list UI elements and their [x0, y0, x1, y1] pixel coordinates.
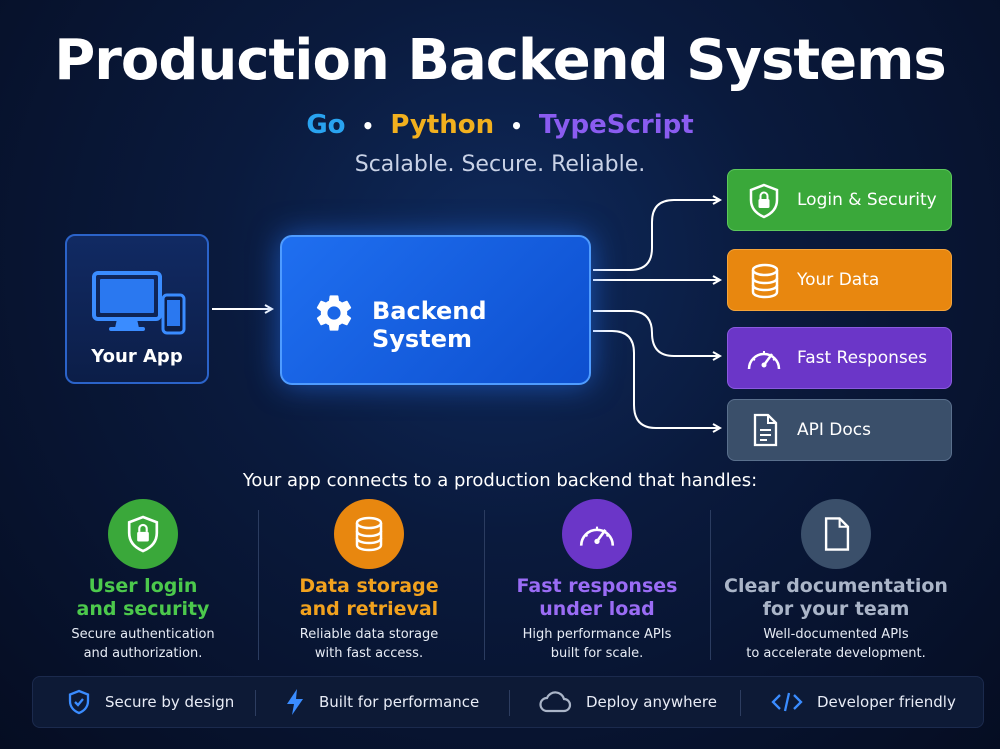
feature-title: Fast responses under load [516, 575, 678, 620]
output-label: Your Data [797, 270, 880, 290]
backend-system-label: Backend System [372, 297, 487, 353]
arrow-to-fast [593, 310, 720, 356]
database-icon [751, 263, 779, 299]
output-your-data: Your Data [727, 249, 952, 311]
separator-dot: • [510, 114, 523, 138]
backend-system-box: Backend System [280, 235, 591, 385]
feature-title: User login and security [76, 575, 210, 620]
footer-separator [255, 690, 256, 716]
footer-item-deploy: Deploy anywhere [538, 677, 717, 727]
output-login-security: Login & Security [727, 169, 952, 231]
footer-item-performance: Built for performance [285, 677, 479, 727]
gear-icon [316, 295, 352, 331]
column-divider [710, 510, 711, 660]
feature-description: Secure authentication and authorization. [71, 627, 215, 661]
arrow-to-login [593, 200, 720, 271]
feature-description: Well-documented APIs to accelerate devel… [746, 627, 926, 661]
feature-description: High performance APIs built for scale. [522, 627, 672, 661]
output-label: Fast Responses [797, 348, 928, 368]
column-divider [258, 510, 259, 660]
language-typescript: TypeScript [538, 110, 694, 140]
feature-title: Data storage and retrieval [299, 575, 439, 620]
lightning-icon [287, 689, 303, 715]
output-fast-responses: Fast Responses [727, 327, 952, 389]
output-label: Login & Security [797, 190, 937, 210]
document-icon [824, 517, 850, 551]
client-app-label: Your App [91, 346, 183, 367]
column-divider [484, 510, 485, 660]
language-go: Go [306, 110, 346, 140]
shield-lock-icon [127, 515, 159, 553]
cloud-icon [539, 691, 572, 713]
arrow-to-docs [593, 330, 720, 428]
language-python: Python [390, 110, 495, 140]
separator-dot: • [361, 114, 375, 138]
shield-check-icon [68, 689, 90, 715]
code-icon [771, 692, 803, 712]
feature-description: Reliable data storage with fast access. [299, 627, 439, 661]
feature-title: Clear documentation for your team [724, 575, 948, 620]
features-heading: Your app connects to a production backen… [242, 470, 758, 491]
speedometer-icon [747, 351, 781, 370]
page-title: Production Backend Systems [54, 28, 947, 93]
document-icon [753, 413, 778, 447]
footer-separator [740, 690, 741, 716]
footer-separator [509, 690, 510, 716]
footer-item-secure: Secure by design [67, 677, 234, 727]
output-label: API Docs [797, 420, 871, 440]
client-app-box: Your App [65, 234, 209, 384]
footer-bar: Secure by design Built for performance D… [32, 676, 984, 728]
devices-icon [92, 271, 186, 335]
output-api-docs: API Docs [727, 399, 952, 461]
shield-lock-icon [749, 183, 779, 219]
tagline: Scalable. Secure. Reliable. [354, 152, 646, 177]
speedometer-icon [579, 526, 615, 546]
database-icon [355, 516, 383, 552]
language-list: Go • Python • TypeScript [0, 110, 1000, 140]
footer-item-developer: Developer friendly [771, 677, 956, 727]
